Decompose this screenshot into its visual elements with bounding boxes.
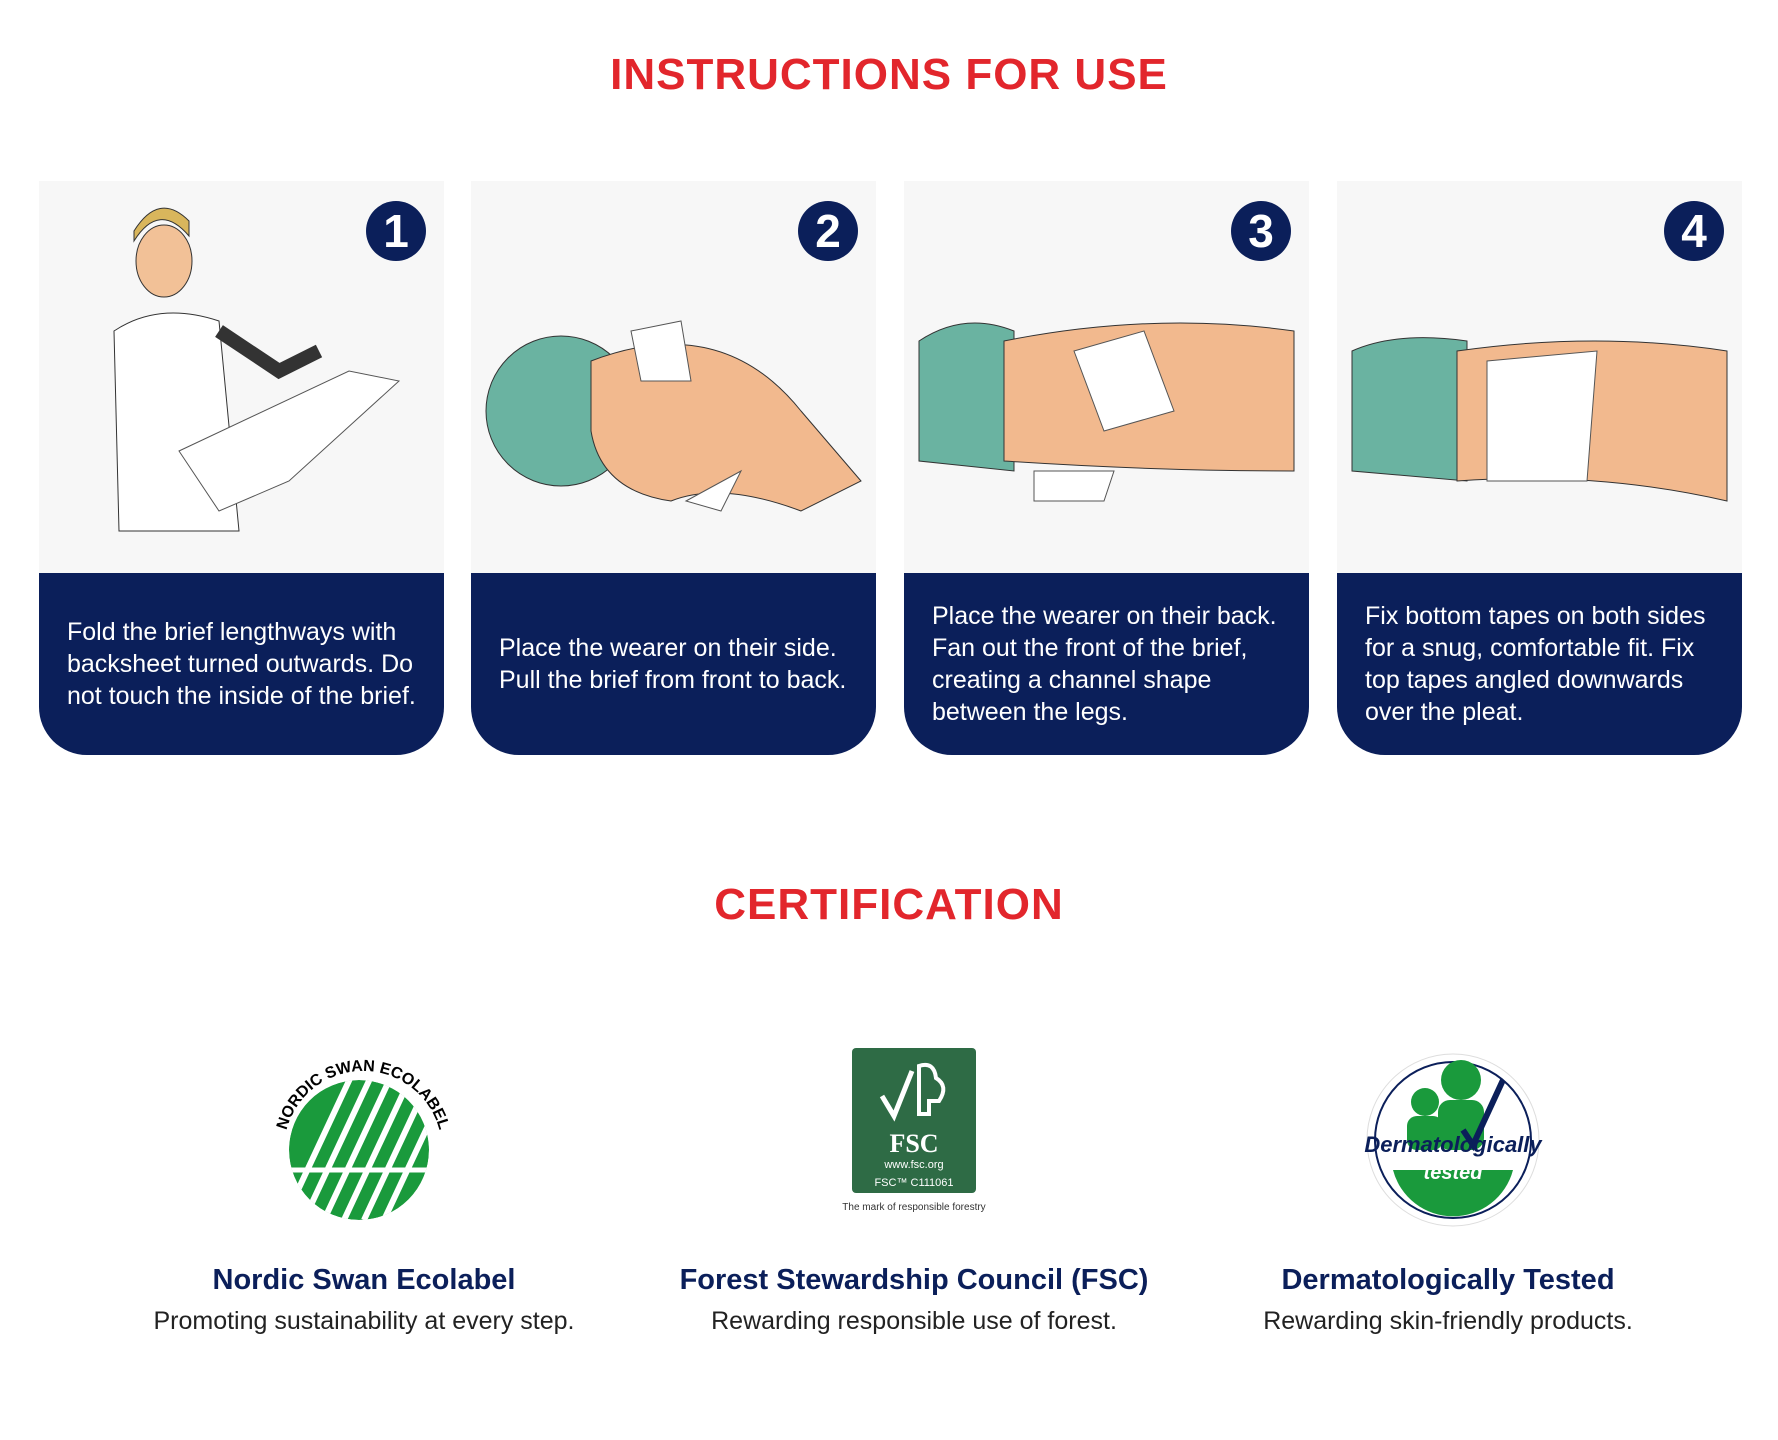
step-text: Place the wearer on their side. Pull the… <box>499 634 847 694</box>
step-text: Place the wearer on their back. Fan out … <box>932 602 1277 726</box>
cert-title: Dermatologically Tested <box>1281 1264 1615 1296</box>
nordic-swan-logo: NORDIC SWAN ECOLABEL <box>84 1040 644 1240</box>
cert-subtitle: Promoting sustainability at every step. <box>153 1307 575 1335</box>
cert-title: Nordic Swan Ecolabel <box>212 1264 516 1296</box>
cert-dermatologically-tested: Dermatologically tested Dermatologically… <box>1168 1040 1728 1336</box>
step-card-1: 1 Fold the brief lengthways with backshe… <box>39 181 444 755</box>
step-card-3: 3 Place the wearer on their back. Fan ou… <box>904 181 1309 755</box>
caregiver-folding-brief-illustration <box>113 207 401 532</box>
step-illustration: 1 <box>39 181 444 573</box>
cert-subtitle: Rewarding skin-friendly products. <box>1263 1307 1633 1335</box>
fsc-url: www.fsc.org <box>884 1159 944 1171</box>
step-illustration: 4 <box>1337 181 1742 573</box>
tree-check-icon <box>879 1062 946 1122</box>
derm-logo-text: Dermatologically <box>1364 1132 1542 1157</box>
derm-logo-sub: tested <box>1423 1162 1483 1184</box>
cert-subtitle: Rewarding responsible use of forest. <box>711 1307 1117 1335</box>
fsc-code: FSC™ C111061 <box>874 1177 954 1189</box>
fixing-tapes-illustration <box>1351 337 1728 502</box>
certification-title: CERTIFICATION <box>714 880 1064 929</box>
fsc-logo: FSC www.fsc.org FSC™ C111061 The mark of… <box>634 1040 1194 1240</box>
cert-nordic-swan: NORDIC SWAN ECOLABEL Nordic Swan Ecolabe… <box>84 1040 644 1336</box>
step-number-badge: 3 <box>1231 201 1291 261</box>
wearer-on-side-illustration <box>485 320 862 512</box>
cert-fsc: FSC www.fsc.org FSC™ C111061 The mark of… <box>634 1040 1194 1336</box>
wearer-on-back-illustration <box>918 322 1295 502</box>
step-card-4: 4 Fix bottom tapes on both sides for a s… <box>1337 181 1742 755</box>
step-text: Fix bottom tapes on both sides for a snu… <box>1365 602 1706 726</box>
people-check-icon <box>1366 1053 1540 1227</box>
fsc-wordmark: FSC <box>889 1129 939 1158</box>
dermatologically-tested-logo: Dermatologically tested <box>1168 1040 1728 1240</box>
instructions-title: INSTRUCTIONS FOR USE <box>610 50 1168 99</box>
step-number-badge: 4 <box>1664 201 1724 261</box>
cert-title: Forest Stewardship Council (FSC) <box>679 1264 1149 1296</box>
swan-icon: NORDIC SWAN ECOLABEL <box>274 1058 452 1220</box>
fsc-tagline: The mark of responsible forestry <box>842 1202 986 1213</box>
step-illustration: 2 <box>471 181 876 573</box>
step-illustration: 3 <box>904 181 1309 573</box>
step-text: Fold the brief lengthways with backsheet… <box>67 618 416 710</box>
step-card-2: 2 Place the wearer on their side. Pull t… <box>471 181 876 755</box>
step-number-badge: 1 <box>366 201 426 261</box>
step-number-badge: 2 <box>798 201 858 261</box>
